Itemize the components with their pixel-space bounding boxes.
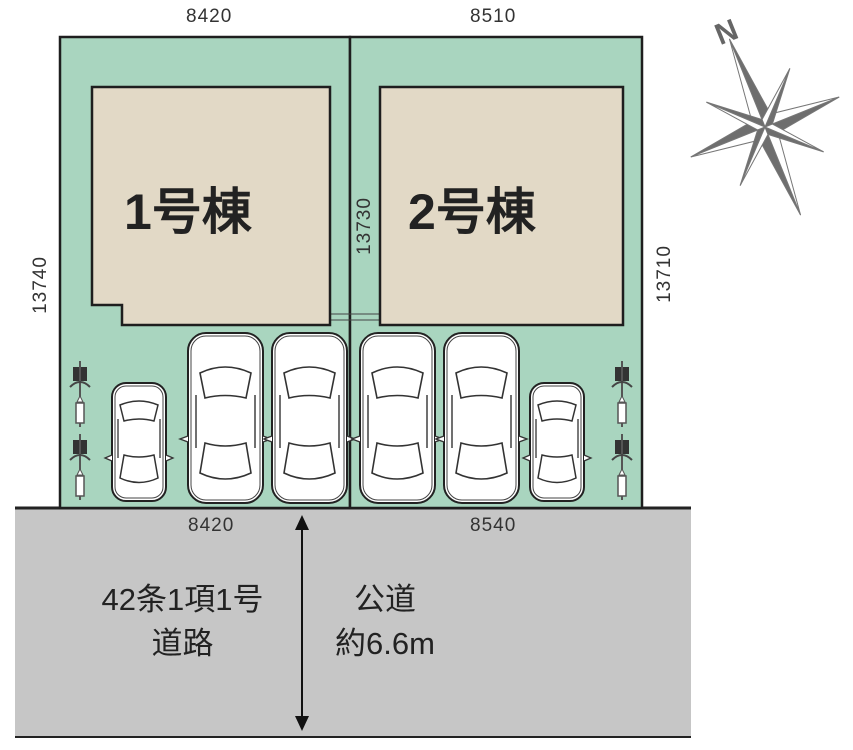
road-type-line2: 道路	[151, 626, 214, 661]
car	[263, 332, 356, 504]
compass-rose-icon	[690, 38, 840, 216]
lot-1-bottom-width: 8420	[188, 515, 235, 536]
car-small	[104, 382, 174, 502]
lot-1-top-width: 8420	[186, 6, 233, 27]
road-width: 約6.6m	[335, 626, 435, 661]
road-type-line1: 42条1項1号	[101, 582, 264, 617]
lot-2-bottom-width: 8540	[470, 515, 517, 536]
road-type: 42条1項1号 道路	[60, 578, 305, 666]
road-info: 公道 約6.6m	[300, 578, 470, 666]
shared-depth: 13730	[353, 197, 375, 255]
car-small	[522, 382, 592, 502]
lot-2-right-depth: 13710	[653, 245, 675, 303]
car	[351, 332, 444, 504]
lot-2-top-width: 8510	[470, 6, 517, 27]
building-2	[378, 85, 625, 327]
lot-1-left-depth: 13740	[29, 256, 51, 314]
building-1-label: 1号棟	[124, 184, 252, 240]
building-1	[90, 85, 332, 327]
road	[15, 508, 691, 737]
car	[179, 332, 272, 504]
road-width-arrow	[295, 515, 309, 731]
car	[435, 332, 528, 504]
road-name: 公道	[354, 582, 416, 617]
building-2-label: 2号棟	[408, 184, 536, 240]
